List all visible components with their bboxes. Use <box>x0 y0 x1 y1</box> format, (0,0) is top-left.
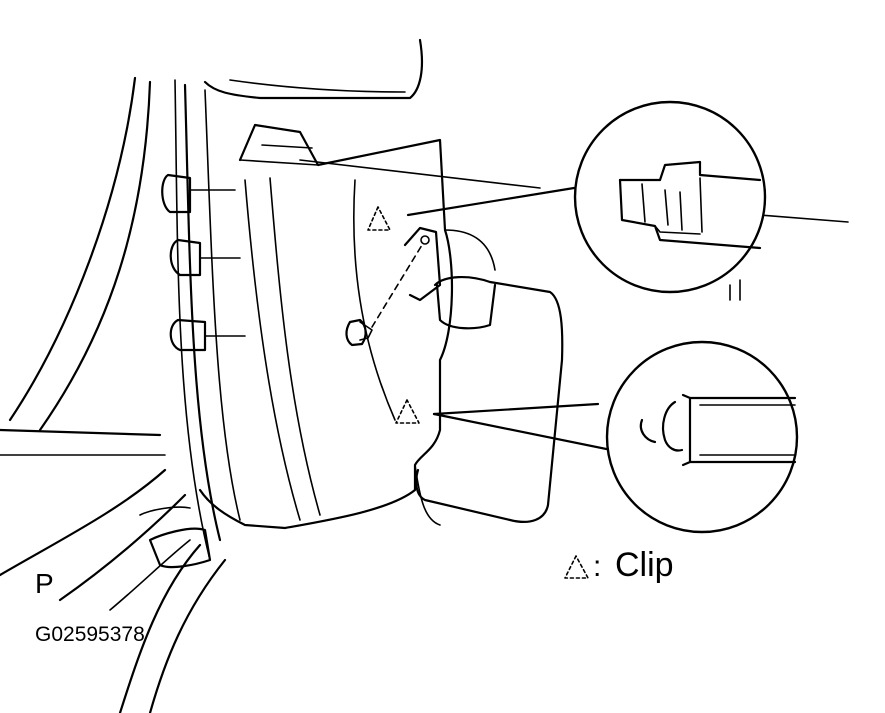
screw-grommet-icon <box>345 244 423 347</box>
pillar-clips <box>161 173 246 352</box>
view-marker: P <box>35 568 54 599</box>
figure-id: G02595378 <box>35 623 145 646</box>
legend-clip-label: Clip <box>615 546 674 584</box>
legend-separator: : <box>593 550 601 583</box>
clip-detail-icon <box>573 100 767 294</box>
legend: : Clip <box>564 546 674 584</box>
quarter-trim <box>415 229 564 523</box>
bracket <box>403 226 741 302</box>
leader-lines <box>299 159 849 457</box>
door-opening-frame <box>0 76 241 611</box>
pillar-garnish <box>198 123 454 530</box>
clip-symbol-icon <box>367 206 420 424</box>
legend-clip-symbol-icon <box>564 555 589 579</box>
roof-edge <box>203 38 424 100</box>
hose <box>118 506 227 713</box>
clip-pin-detail-icon <box>605 340 799 534</box>
